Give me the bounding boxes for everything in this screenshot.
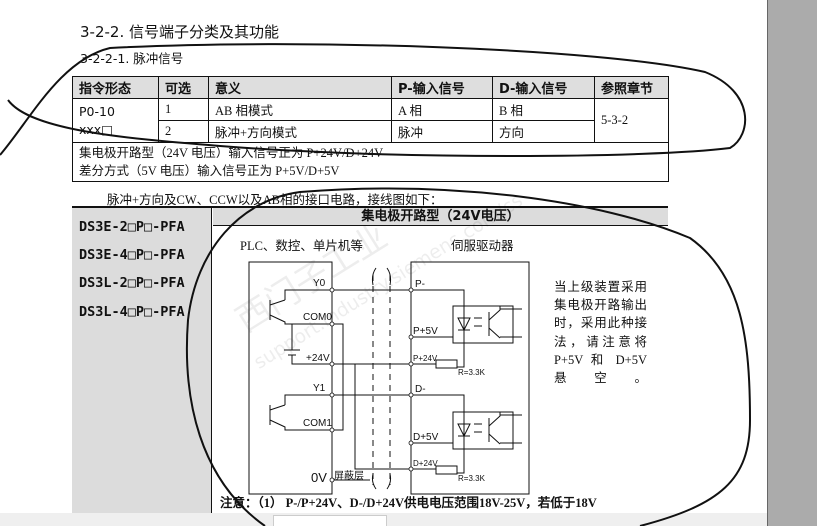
terminal-label: D+5V <box>413 432 439 443</box>
terminal-label: D+24V <box>413 459 438 468</box>
resistor-label: R=3.3K <box>458 474 486 483</box>
model-name: DS3L-4□P□-PFA <box>79 304 185 320</box>
terminal-label: P+24V <box>413 354 438 363</box>
terminal-label: D- <box>415 384 426 395</box>
terminal-label: COM1 <box>303 418 332 429</box>
controller-box <box>248 261 333 495</box>
terminal-label: 0V <box>311 470 327 485</box>
scrollbar-thumb[interactable] <box>273 515 387 526</box>
note-line: 差分方式（5V 电压）输入信号正为 P+5V/D+5V <box>79 164 340 178</box>
shield-label: 屏蔽层 <box>334 470 364 482</box>
terminal-label: P- <box>415 279 425 290</box>
model-name: DS3E-2□P□-PFA <box>79 219 185 235</box>
viewer-background <box>767 0 817 526</box>
model-name: DS3L-2□P□-PFA <box>79 275 185 291</box>
terminal-label: P+5V <box>413 326 438 337</box>
section-heading: 3-2-2. 信号端子分类及其功能 <box>80 23 279 41</box>
model-name: DS3E-4□P□-PFA <box>79 247 185 263</box>
terminal-label: Y1 <box>313 383 326 394</box>
terminal-label: COM0 <box>303 312 332 323</box>
side-note: 当上级装置采用集电极开路输出时，采用此种接法，请注意将 P+5V 和 D+5V … <box>554 280 647 386</box>
terminal-label: +24V <box>306 353 330 364</box>
terminal-label: Y0 <box>313 278 326 289</box>
resistor-label: R=3.3K <box>458 368 486 377</box>
footnote: 注意：（1） P-/P+24V、D-/D+24V供电电压范围18V-25V，若低… <box>220 496 597 510</box>
